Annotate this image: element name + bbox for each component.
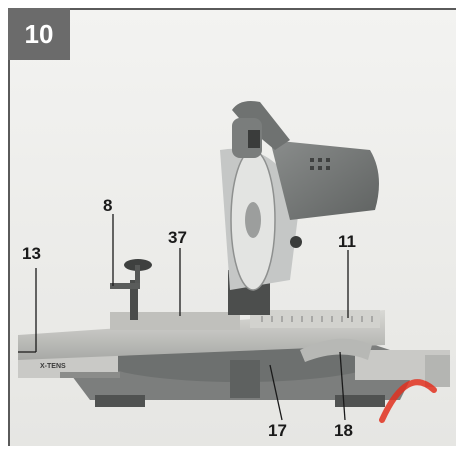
front-leg <box>230 360 260 398</box>
miter-scale <box>300 338 372 362</box>
watermark-mark <box>379 379 437 423</box>
clamp-arm <box>110 283 140 289</box>
bevel-knob <box>290 236 302 248</box>
bevel-scale <box>261 316 373 322</box>
base-foot-left <box>95 395 145 407</box>
fence-left <box>110 312 240 330</box>
extension-right-end <box>425 355 450 387</box>
motor-vents <box>310 158 330 170</box>
callout-11: 11 <box>338 232 356 251</box>
callout-18: 18 <box>334 421 353 440</box>
callout-8: 8 <box>103 196 113 215</box>
blade-hub <box>245 202 261 238</box>
callout-17: 17 <box>268 421 287 440</box>
extension-left-rail <box>60 372 120 378</box>
trigger <box>248 130 260 148</box>
clamp-screw <box>135 265 140 283</box>
leader-lines <box>18 214 349 421</box>
leader-17 <box>269 364 283 421</box>
callout-13: 13 <box>22 244 41 263</box>
base-foot-right <box>335 395 385 407</box>
callout-37: 37 <box>168 228 187 247</box>
extension-brand: X-TENS <box>40 363 66 370</box>
leader-18 <box>339 351 346 421</box>
clamp-post <box>130 280 138 320</box>
figure-number: 10 <box>8 8 70 60</box>
motor-housing <box>270 140 379 220</box>
